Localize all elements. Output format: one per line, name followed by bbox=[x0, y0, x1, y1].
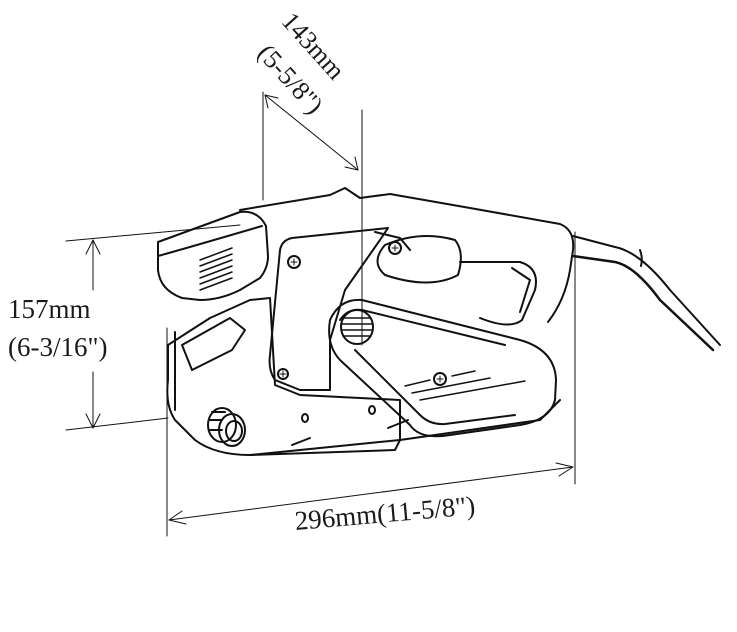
tension-knob bbox=[207, 407, 246, 447]
height-metric-label: 157mm bbox=[8, 294, 91, 324]
height-imperial-label: (6-3/16") bbox=[8, 332, 108, 362]
screw-marks bbox=[279, 244, 444, 383]
dimension-lines bbox=[65, 91, 576, 537]
sander-body bbox=[157, 187, 721, 456]
